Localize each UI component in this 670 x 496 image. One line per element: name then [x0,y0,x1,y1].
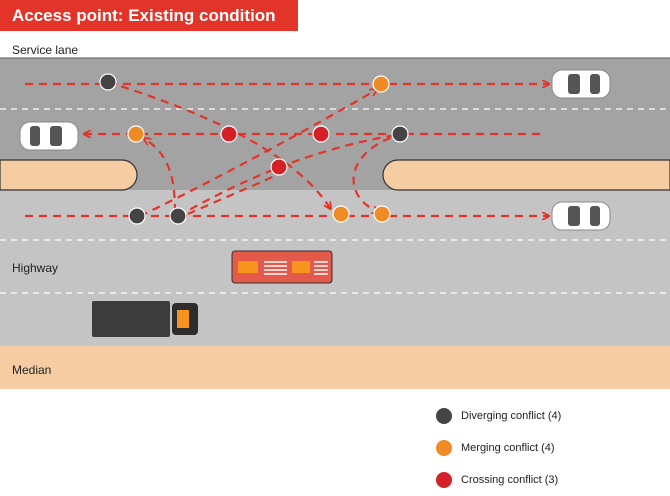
legend-item-diverging: Diverging conflict (4) [436,400,561,432]
bus [231,250,333,284]
page-title: Access point: Existing condition [0,0,298,31]
highway-label: Highway [12,261,59,275]
legend: Diverging conflict (4) Merging conflict … [436,400,561,496]
crossing-conflict-point [312,125,330,143]
legend-label: Merging conflict (4) [461,442,555,454]
legend-item-merging: Merging conflict (4) [436,432,561,464]
merging-conflict-point [127,125,145,143]
right-island [382,159,670,191]
left-island [0,159,138,191]
merging-conflict-point [372,75,390,93]
legend-label: Crossing conflict (3) [461,474,559,486]
merging-conflict-point [373,205,391,223]
truck [92,301,198,337]
legend-item-crossing: Crossing conflict (3) [436,464,561,496]
crossing-conflict-point [270,158,288,176]
car-right-bottom [551,201,611,231]
car-left [19,121,79,151]
diverging-conflict-point [391,125,409,143]
diverging-dot-icon [436,408,452,424]
car-right-top [551,69,611,99]
median-strip [0,346,670,389]
conflict-points [99,73,409,225]
merging-conflict-point [332,205,350,223]
diverging-conflict-point [169,207,187,225]
median-label: Median [12,363,52,377]
crossing-conflict-point [220,125,238,143]
diverging-conflict-point [99,73,117,91]
diverging-conflict-point [128,207,146,225]
merging-dot-icon [436,440,452,456]
legend-label: Diverging conflict (4) [461,410,562,422]
service-lane-label: Service lane [12,43,79,57]
crossing-dot-icon [436,472,452,488]
